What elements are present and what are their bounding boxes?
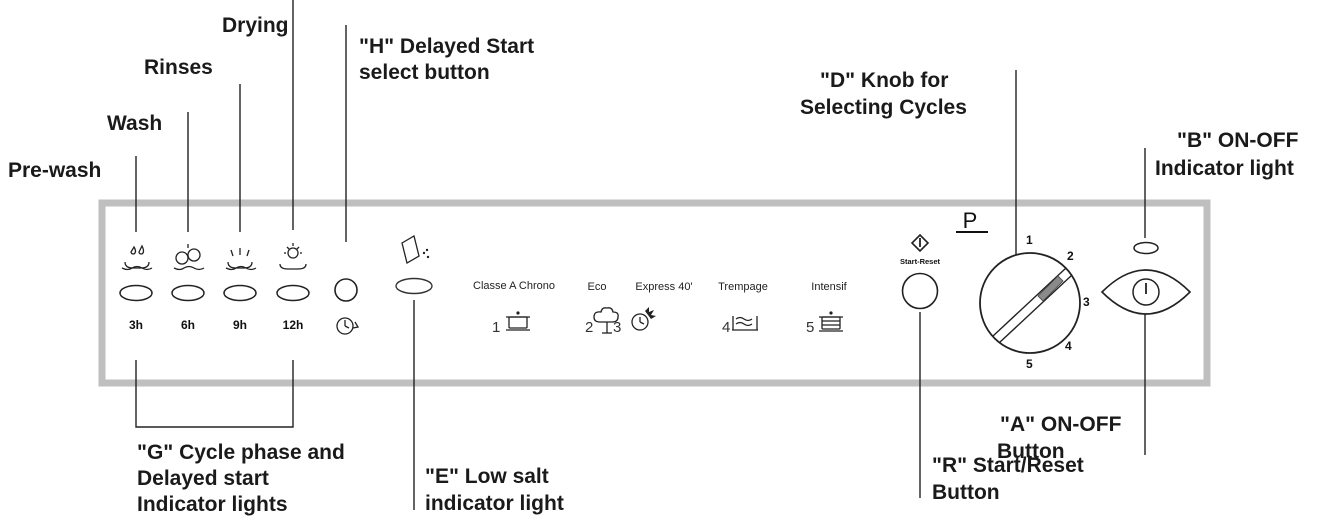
prewash-indicator-light: [119, 284, 153, 302]
program-name-4: Trempage: [718, 281, 768, 293]
knob-position-4: 4: [1065, 339, 1072, 353]
knob-pointer: [1037, 275, 1064, 302]
timer-label-12h: 12h: [283, 318, 304, 332]
knob-grip-line-2: [998, 274, 1073, 344]
delayed-start-icon: [336, 317, 360, 335]
cycle-phase-label-line1: "G" Cycle phase and: [137, 441, 345, 464]
knob-position-1: 1: [1026, 233, 1033, 247]
timer-label-6h: 6h: [181, 318, 195, 332]
drying-indicator-light: [276, 284, 310, 302]
wash-indicator-light: [171, 284, 205, 302]
rinse-indicator-light: [223, 284, 257, 302]
drying-phase-icon: [279, 243, 307, 270]
on-off-indicator-light: [1133, 241, 1159, 255]
start-reset-text: Start-Reset: [900, 257, 941, 266]
low-salt-label-line1: "E" Low salt: [425, 465, 549, 488]
wash-label: Wash: [107, 112, 162, 135]
knob-grip-line-1: [992, 267, 1067, 337]
knob-position-5: 5: [1026, 357, 1033, 371]
on-off-button-label-line1: "A" ON-OFF: [1000, 413, 1122, 436]
on-off-light-label-line1: "B" ON-OFF: [1177, 129, 1299, 152]
intensive-pot-icon: [819, 311, 843, 332]
cycle-phase-bracket: [135, 360, 294, 428]
express-icon: [631, 307, 656, 331]
program-number-5: 5: [806, 319, 814, 336]
start-reset-button[interactable]: [901, 272, 939, 310]
program-number-4: 4: [722, 319, 730, 336]
knob-position-3: 3: [1083, 295, 1090, 309]
control-panel-frame: [98, 199, 1211, 387]
timer-label-3h: 3h: [129, 318, 143, 332]
low-salt-indicator-light: [395, 277, 433, 295]
on-off-light-label-line2: Indicator light: [1155, 157, 1294, 180]
program-number-3: 3: [613, 319, 621, 336]
start-reset-label-line2: Button: [932, 481, 1000, 504]
wash-phase-icon: [173, 244, 205, 271]
program-name-1: Classe A Chrono: [473, 280, 555, 292]
program-name-3: Express 40': [635, 281, 692, 293]
delayed-start-button-label-line2: select button: [359, 61, 490, 84]
prewash-label: Pre-wash: [8, 159, 101, 182]
cycle-knob-label-line1: "D" Knob for: [820, 69, 948, 92]
knob-p-label: P: [963, 208, 978, 233]
cycle-knob-label-line2: Selecting Cycles: [800, 96, 967, 119]
prewash-phase-icon: [121, 244, 153, 271]
program-number-1: 1: [492, 319, 500, 336]
rinse-phase-icon: [225, 248, 257, 271]
delayed-start-button-label-line1: "H" Delayed Start: [359, 35, 534, 58]
power-icon: [1132, 278, 1160, 306]
soak-icon: [732, 316, 758, 331]
program-number-2: 2: [585, 319, 593, 336]
program-name-5: Intensif: [811, 281, 847, 293]
cycle-phase-label-line2: Delayed start: [137, 467, 269, 490]
pot-icon: [506, 311, 530, 331]
cycle-phase-label-line3: Indicator lights: [137, 493, 288, 516]
low-salt-label-line2: indicator light: [425, 492, 564, 515]
delayed-start-button[interactable]: [334, 278, 358, 302]
program-name-2: Eco: [588, 281, 607, 293]
salt-icon: [401, 235, 430, 264]
knob-position-2: 2: [1067, 249, 1074, 263]
timer-label-9h: 9h: [233, 318, 247, 332]
drying-label: Drying: [222, 14, 289, 37]
start-reset-icon: [910, 233, 930, 253]
rinses-label: Rinses: [144, 56, 213, 79]
start-reset-label-line1: "R" Start/Reset: [932, 454, 1084, 477]
on-off-button-label-line2: Button: [997, 440, 1065, 463]
tree-icon: [593, 307, 619, 334]
